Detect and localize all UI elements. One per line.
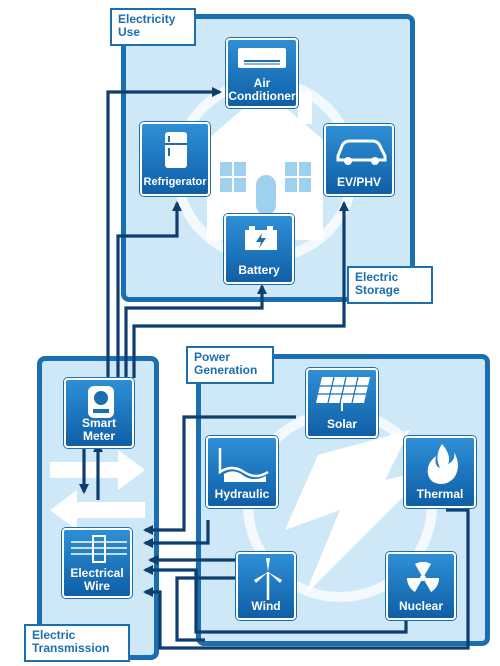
car-icon <box>336 139 387 165</box>
arrow-left-icon <box>50 490 145 530</box>
solar-tile: Solar <box>306 368 378 438</box>
air-conditioner-icon <box>238 48 286 68</box>
battery-label: Battery <box>238 263 280 277</box>
power-generation-label: Power Generation <box>186 346 274 384</box>
electrical-wire-label: Electrical Wire <box>70 566 124 593</box>
power-line-icon <box>71 535 127 563</box>
electric-transmission-label: Electric Transmission <box>24 624 130 662</box>
dam-icon <box>218 448 269 482</box>
wind-turbine-icon <box>254 558 282 600</box>
fire-icon <box>427 444 458 484</box>
refrigerator-icon <box>165 132 187 168</box>
electric-storage-label: Electric Storage <box>347 266 433 304</box>
electrical-wire-tile: Electrical Wire <box>62 528 132 598</box>
nuclear-tile: Nuclear <box>386 552 456 620</box>
smart-meter-tile: Smart Meter <box>64 378 134 448</box>
radiation-icon <box>406 561 440 592</box>
ev-phv-tile: EV/PHV <box>324 124 394 196</box>
refrigerator-tile: Refrigerator <box>140 122 210 196</box>
wind-label: Wind <box>251 599 281 613</box>
battery-icon <box>245 226 277 250</box>
smart-meter-label: Smart Meter <box>81 416 116 443</box>
hydraulic-tile: Hydraulic <box>206 436 278 508</box>
thermal-label: Thermal <box>416 487 464 501</box>
wind-tile: Wind <box>236 552 296 620</box>
air-conditioner-label: Air Conditioner <box>228 76 296 103</box>
refrigerator-label: Refrigerator <box>143 176 207 188</box>
battery-tile: Battery <box>224 214 294 284</box>
hydraulic-label: Hydraulic <box>214 487 270 501</box>
ev-phv-label: EV/PHV <box>336 175 381 189</box>
lightning-bolt-icon <box>285 430 430 595</box>
meter-icon <box>88 386 114 418</box>
thermal-tile: Thermal <box>404 436 476 508</box>
solar-label: Solar <box>326 417 357 431</box>
nuclear-label: Nuclear <box>398 599 444 613</box>
air-conditioner-tile: Air Conditioner <box>226 38 298 108</box>
solar-panel-icon <box>316 376 370 411</box>
electricity-use-label: Electricity Use <box>110 8 196 46</box>
